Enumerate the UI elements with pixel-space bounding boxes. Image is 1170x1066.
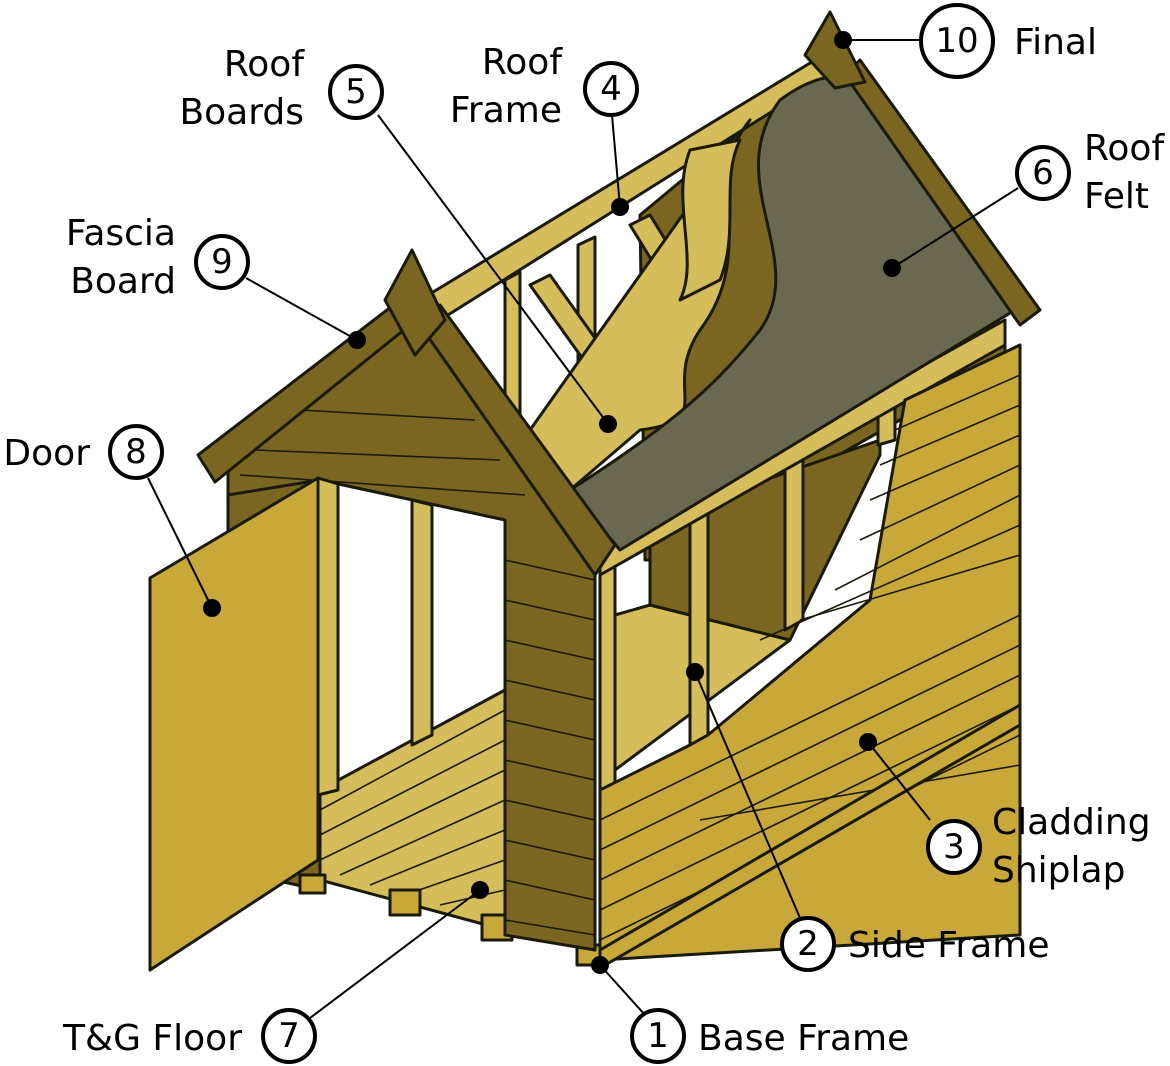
front-window-post bbox=[410, 498, 434, 747]
shed-illustration bbox=[148, 10, 1042, 972]
roof-felt bbox=[568, 75, 1017, 552]
dot-floor bbox=[471, 881, 489, 899]
callout-7-number: 7 bbox=[278, 1016, 300, 1056]
label-roof-felt-line2: Felt bbox=[1084, 176, 1149, 217]
leader-lines bbox=[147, 39, 1019, 1019]
side-stud-2 bbox=[688, 493, 710, 747]
callout-8: 8 bbox=[108, 424, 164, 480]
callout-4: 4 bbox=[583, 61, 639, 117]
dot-base-frame bbox=[591, 956, 609, 974]
label-cladding-line2: Shiplap bbox=[992, 850, 1125, 891]
callout-2: 2 bbox=[780, 916, 836, 972]
label-fascia-line2: Board bbox=[70, 261, 176, 302]
callout-10: 10 bbox=[919, 3, 995, 79]
dot-final bbox=[834, 31, 852, 49]
callout-9: 9 bbox=[194, 234, 250, 290]
leader-door bbox=[147, 477, 213, 609]
leader-side-frame bbox=[694, 671, 801, 919]
callout-2-number: 2 bbox=[797, 924, 819, 964]
dot-cladding bbox=[859, 733, 877, 751]
side-cladding bbox=[598, 343, 1022, 962]
callout-3-number: 3 bbox=[943, 827, 965, 867]
callout-6-number: 6 bbox=[1032, 153, 1054, 193]
dot-roof-felt bbox=[883, 259, 901, 277]
label-base-frame: Base Frame bbox=[698, 1018, 909, 1059]
door-panel bbox=[148, 476, 320, 972]
label-cladding-line1: Cladding bbox=[992, 802, 1151, 843]
joist-1 bbox=[388, 888, 422, 917]
leader-roof-boards bbox=[377, 114, 609, 425]
callout-5: 5 bbox=[328, 64, 384, 120]
callout-3: 3 bbox=[926, 819, 982, 875]
label-roof-felt-line1: Roof bbox=[1084, 128, 1165, 169]
label-floor: T&G Floor bbox=[62, 1018, 242, 1059]
callout-9-number: 9 bbox=[211, 242, 233, 282]
label-roof-frame-line1: Roof bbox=[482, 42, 563, 83]
label-roof-boards-line1: Roof bbox=[224, 44, 305, 85]
back-finial bbox=[803, 10, 867, 90]
callout-1: 1 bbox=[630, 1008, 686, 1064]
callout-labels: Base Frame Side Frame Cladding Shiplap R… bbox=[3, 22, 1165, 1059]
callout-4-number: 4 bbox=[600, 69, 622, 109]
label-roof-frame-line2: Frame bbox=[450, 90, 562, 131]
callout-6: 6 bbox=[1015, 145, 1071, 201]
dot-fascia bbox=[348, 331, 366, 349]
joist-3 bbox=[298, 873, 327, 895]
dot-side-frame bbox=[686, 663, 704, 681]
label-door: Door bbox=[3, 433, 90, 474]
front-finial bbox=[383, 248, 447, 357]
leader-roof-felt bbox=[891, 187, 1019, 269]
front-gable-boards bbox=[239, 409, 596, 936]
leader-floor bbox=[309, 889, 481, 1019]
door-post-left bbox=[316, 476, 340, 797]
leader-fascia bbox=[245, 277, 358, 341]
side-cladding-boards bbox=[599, 374, 1021, 941]
dot-door bbox=[203, 599, 221, 617]
label-final: Final bbox=[1014, 22, 1097, 63]
leader-dots bbox=[203, 31, 901, 974]
callout-7: 7 bbox=[261, 1008, 317, 1064]
dot-roof-frame bbox=[611, 198, 629, 216]
label-roof-boards-line2: Boards bbox=[179, 92, 304, 133]
callout-1-number: 1 bbox=[647, 1016, 669, 1056]
callout-10-number: 10 bbox=[935, 21, 978, 61]
floor-boards bbox=[319, 709, 506, 906]
leader-base-frame bbox=[599, 964, 646, 1016]
leader-roof-frame bbox=[611, 114, 621, 208]
callout-8-number: 8 bbox=[125, 432, 147, 472]
roof-boards-strip bbox=[678, 138, 742, 302]
label-fascia-line1: Fascia bbox=[66, 213, 176, 254]
callout-numbers: 1 2 3 4 5 6 7 8 bbox=[108, 3, 1071, 1064]
leader-cladding bbox=[867, 741, 931, 821]
dot-roof-boards bbox=[599, 415, 617, 433]
callout-5-number: 5 bbox=[345, 72, 367, 112]
label-side-frame: Side Frame bbox=[848, 925, 1049, 966]
